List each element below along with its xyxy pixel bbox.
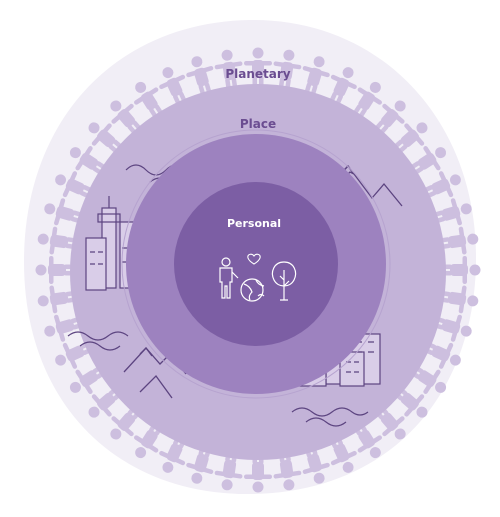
person-figure xyxy=(186,56,214,101)
person-figure xyxy=(44,314,89,342)
wave-icon xyxy=(67,331,129,351)
heart-icon xyxy=(247,253,261,265)
person-figure xyxy=(302,56,330,101)
personal-core xyxy=(174,182,338,346)
person-icon xyxy=(219,257,239,299)
person-figure xyxy=(436,256,481,284)
planetary-label: Planetary xyxy=(225,67,290,81)
personal-label: Personal xyxy=(227,217,281,230)
wave-icon xyxy=(291,407,369,427)
inner-disc-outline xyxy=(121,129,391,399)
place-label: Place xyxy=(240,117,276,131)
globe-icon xyxy=(240,278,265,302)
tree-icon xyxy=(271,261,297,301)
